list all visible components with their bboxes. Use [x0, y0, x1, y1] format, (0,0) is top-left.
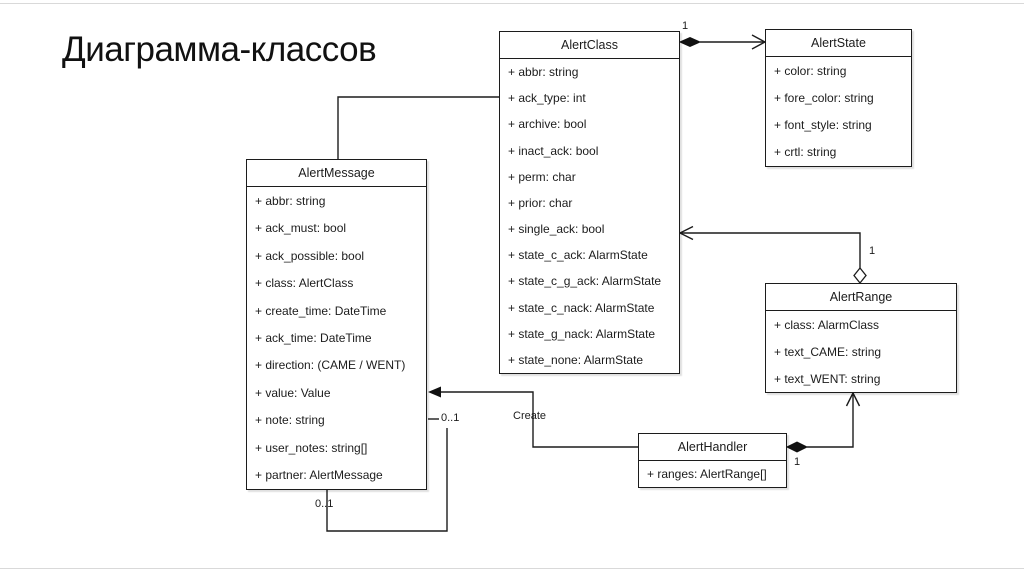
class-attribute: + class: AlarmClass: [774, 317, 880, 332]
class-attributes: + class: AlarmClass + text_CAME: string + …: [766, 311, 956, 392]
class-box-alerthandler: AlertHandler + ranges: AlertRange[]: [638, 433, 787, 488]
class-attribute: + ack_type: int: [508, 91, 586, 106]
class-box-alertclass: AlertClass + abbr: string + ack_type: int…: [499, 31, 680, 374]
class-box-alertmessage: AlertMessage + abbr: string + ack_must: b…: [246, 159, 427, 490]
multiplicity-label: 1: [869, 245, 876, 257]
connector-label-create: Create: [513, 410, 547, 422]
connector-alertrange-alertclass: [678, 225, 867, 285]
class-attribute: + partner: AlertMessage: [255, 468, 383, 483]
connector-alerthandler-alertrange: [785, 391, 861, 453]
class-attribute: + state_c_nack: AlarmState: [508, 300, 655, 315]
class-attribute: + abbr: string: [255, 193, 326, 208]
multiplicity-label: 0..1: [315, 498, 334, 510]
composition-diamond-icon: [785, 441, 809, 453]
multiplicity-label: 0..1: [441, 412, 460, 424]
class-attribute: + font_style: string: [774, 118, 872, 133]
slide-top-border: [0, 3, 1024, 4]
class-name: AlertClass: [500, 32, 679, 59]
class-attribute: + ack_possible: bool: [255, 248, 365, 263]
class-attribute: + single_ack: bool: [508, 222, 605, 237]
multiplicity-label: 1: [794, 456, 801, 468]
class-box-alertstate: AlertState + color: string + fore_color: …: [765, 29, 912, 167]
class-attribute: + fore_color: string: [774, 90, 874, 105]
class-attribute: + archive: bool: [508, 117, 587, 132]
class-attribute: + ranges: AlertRange[]: [647, 467, 767, 481]
class-attribute: + note: string: [255, 413, 325, 428]
class-attribute: + create_time: DateTime: [255, 303, 387, 318]
connector-alertclass-alertstate: [678, 34, 767, 50]
composition-diamond-icon: [678, 36, 702, 48]
class-attribute: + user_notes: string[]: [255, 440, 368, 455]
class-name: AlertMessage: [247, 160, 426, 187]
connector-alertmessage-alertclass: [337, 96, 499, 159]
class-attribute: + prior: char: [508, 195, 573, 210]
class-attributes: + abbr: string + ack_must: bool + ack_poss…: [247, 187, 426, 489]
class-attributes: + abbr: string + ack_type: int + archive: …: [500, 59, 679, 373]
filled-arrowhead-icon: [428, 386, 441, 398]
open-arrowhead-icon: [678, 225, 694, 241]
aggregation-diamond-icon: [853, 266, 867, 285]
class-attribute: + crtl: string: [774, 145, 837, 160]
open-arrowhead-icon: [845, 391, 861, 407]
class-attributes: + ranges: AlertRange[]: [639, 461, 786, 487]
class-attribute: + state_c_g_ack: AlarmState: [508, 274, 662, 289]
class-box-alertrange: AlertRange + class: AlarmClass + text_CAM…: [765, 283, 957, 393]
class-attribute: + state_g_nack: AlarmState: [508, 326, 656, 341]
class-attribute: + color: string: [774, 63, 847, 78]
class-attribute: + value: Value: [255, 385, 331, 400]
class-name: AlertHandler: [639, 434, 786, 461]
class-attribute: + state_c_ack: AlarmState: [508, 248, 648, 263]
page-title: Диаграмма-классов: [62, 30, 377, 69]
class-attribute: + text_WENT: string: [774, 371, 881, 386]
class-attribute: + abbr: string: [508, 65, 579, 80]
class-attribute: + inact_ack: bool: [508, 143, 599, 158]
class-attribute: + class: AlertClass: [255, 276, 354, 291]
class-attribute: + ack_time: DateTime: [255, 330, 372, 345]
class-attribute: + ack_must: bool: [255, 221, 347, 236]
class-attribute: + state_none: AlarmState: [508, 352, 644, 367]
class-attribute: + perm: char: [508, 169, 576, 184]
connector-alerthandler-alertmessage: [428, 386, 638, 448]
class-name: AlertState: [766, 30, 911, 57]
slide-bottom-border: [0, 568, 1024, 569]
class-name: AlertRange: [766, 284, 956, 311]
connector-alertmessage-self: [326, 418, 448, 532]
multiplicity-label: 1: [682, 20, 689, 32]
class-attribute: + text_CAME: string: [774, 344, 882, 359]
class-attribute: + direction: (CAME / WENT): [255, 358, 406, 373]
class-attributes: + color: string + fore_color: string + fon…: [766, 57, 911, 166]
